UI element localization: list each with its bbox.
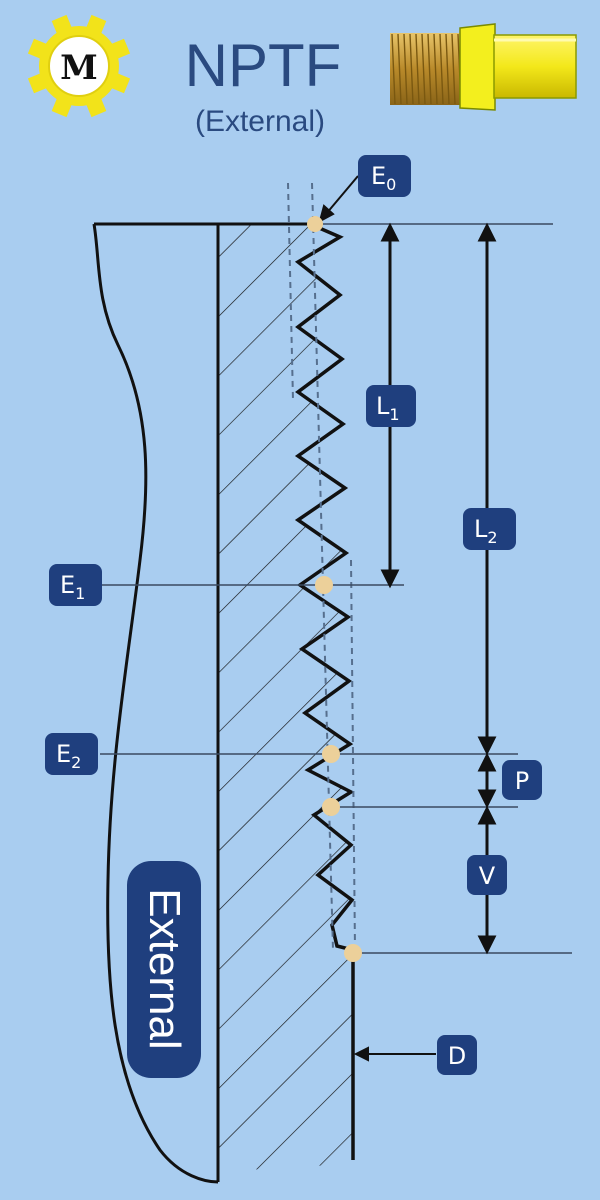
label-v: V [467,855,507,895]
page-title: NPTF [185,32,342,99]
fitting-image [390,23,577,111]
label-d: D [437,1035,477,1075]
point-e0 [307,216,323,232]
svg-text:External: External [140,888,189,1049]
leader-arrows [318,175,436,1062]
page-subtitle: (External) [195,105,325,138]
label-e0: E0 [358,155,411,197]
thread-profile [294,222,355,1160]
svg-text:E1: E1 [60,571,85,603]
point-p [322,798,340,816]
point-e2 [322,745,340,763]
label-e2: E2 [45,733,98,775]
logo-letter: M [60,48,98,88]
label-l1: L1 [366,385,416,427]
label-l2: L2 [463,508,516,550]
pipe-wall-section [218,224,353,1182]
point-v [344,944,362,962]
svg-text:L2: L2 [474,515,498,547]
svg-text:D: D [448,1042,466,1070]
label-e1: E1 [49,564,102,606]
svg-text:L1: L1 [376,392,400,424]
point-e1 [315,576,333,594]
svg-text:E2: E2 [56,740,81,772]
external-label: External [127,861,201,1078]
label-p: P [502,760,542,800]
svg-text:E0: E0 [371,162,396,194]
svg-text:P: P [515,767,529,795]
gear-logo-icon: M [27,14,131,118]
pitch-guide-lines [287,182,356,951]
svg-text:V: V [479,862,496,890]
pitch-points [307,216,362,962]
dimension-arrows [380,222,497,955]
